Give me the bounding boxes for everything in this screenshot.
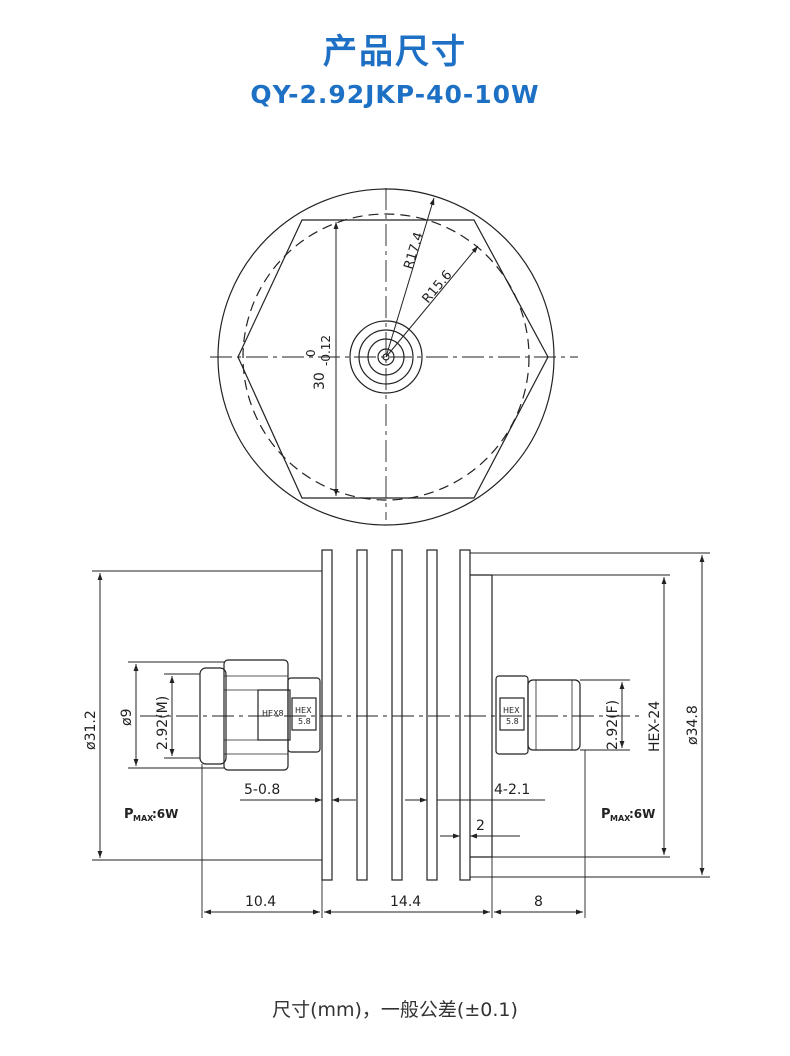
hex58-right-nut <box>495 675 529 755</box>
pmax-right: P MAX :6W <box>601 807 655 823</box>
hex-right-value: 5.8 <box>506 717 519 726</box>
dim-30-lower: -0.12 <box>319 335 333 366</box>
fin-4 <box>426 549 438 881</box>
len-a-label: 10.4 <box>245 894 276 910</box>
hex-left-label: HEX <box>295 706 312 715</box>
center-ring-1 <box>349 320 423 394</box>
pmax-left: P MAX :6W <box>124 807 178 823</box>
len-c-label: 8 <box>534 894 543 910</box>
pmax-right-p: P <box>601 807 611 822</box>
dim-30-upper: 0 <box>304 349 318 357</box>
page-title: 产品尺寸 <box>323 32 467 72</box>
pmax-right-sub: MAX <box>610 814 631 823</box>
fin-right-label: 4-2.1 <box>494 782 530 798</box>
dia-312-label: ø31.2 <box>83 710 99 750</box>
center-ring-2 <box>358 329 414 385</box>
conn-f-label: 2.92(F) <box>605 700 621 750</box>
top-view <box>210 188 578 526</box>
side-view <box>92 549 710 918</box>
model-number: QY-2.92JKP-40-10W <box>250 80 540 109</box>
pmax-right-val: :6W <box>629 807 655 821</box>
fin-2 <box>356 549 368 881</box>
gap-label: 2 <box>476 818 485 834</box>
center-ring-4 <box>377 348 395 366</box>
hex-right-label: HEX <box>503 706 520 715</box>
fin-5 <box>459 549 471 881</box>
fin-1 <box>321 549 333 881</box>
fin-3 <box>391 549 403 881</box>
hex8-box <box>257 689 291 741</box>
hex24-label: HEX-24 <box>647 701 663 752</box>
hex-outline <box>237 219 549 499</box>
hex58-left-box <box>291 697 317 731</box>
dia-9-label: ø9 <box>119 709 135 726</box>
r174-label: R17.4 <box>401 230 426 271</box>
center-pin <box>382 353 390 361</box>
len-b-label: 14.4 <box>390 894 421 910</box>
dia-348-label: ø34.8 <box>685 705 701 745</box>
pmax-left-val: :6W <box>152 807 178 821</box>
fin-left-label: 5-0.8 <box>244 782 280 798</box>
conn-m-label: 2.92(M) <box>155 696 171 750</box>
r156-label: R15.6 <box>420 268 456 307</box>
pmax-left-sub: MAX <box>133 814 154 823</box>
center-ring-3 <box>367 338 405 376</box>
dim-30-main: 30 <box>312 372 328 390</box>
conn-f-body <box>527 679 581 751</box>
tolerance-note: 尺寸(mm)，一般公差(±0.1) <box>272 999 518 1021</box>
hex58-right-box <box>499 697 525 731</box>
hex8-label: HEX8 <box>262 709 284 718</box>
pmax-left-p: P <box>124 807 134 822</box>
hex-left-value: 5.8 <box>298 717 311 726</box>
r174-leader <box>385 197 435 358</box>
hex58-left-nut <box>287 677 321 753</box>
r156-leader <box>385 245 479 358</box>
